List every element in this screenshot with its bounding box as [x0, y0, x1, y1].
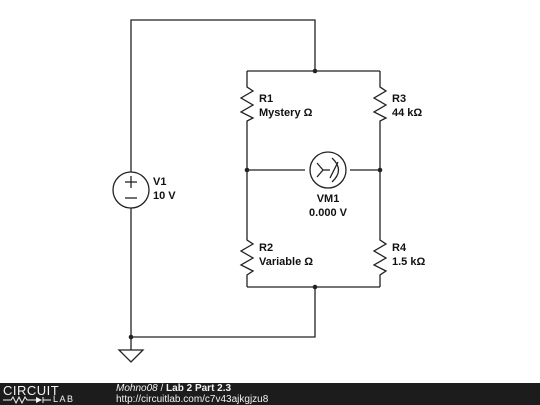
junction-left [244, 167, 250, 173]
logo-text-lab: LAB [53, 394, 75, 404]
ground-icon [117, 349, 145, 363]
resistor-r2-zigzag [239, 235, 255, 278]
wire-bottom[interactable] [130, 208, 316, 338]
resistor-r1-zigzag [239, 82, 255, 124]
author-link[interactable]: Mohno08 [116, 383, 158, 394]
junction-bottom [312, 284, 318, 290]
resistor-r3-name: R3 [392, 93, 406, 105]
voltage-source-v1[interactable]: V1 10 V [112, 171, 176, 209]
voltmeter-value: 0.000 V [309, 207, 348, 219]
voltmeter-needle-icon [329, 161, 339, 179]
ground-symbol[interactable] [117, 349, 145, 363]
resistor-r3-value: 44 kΩ [392, 107, 422, 119]
junction-ground [128, 334, 134, 340]
resistor-r4[interactable]: R4 1.5 kΩ [372, 235, 425, 278]
resistor-r1[interactable]: R1 Mystery Ω [239, 82, 313, 124]
voltmeter-name: VM1 [317, 193, 340, 205]
circuit-meta: Mohno08 / Lab 2 Part 2.3 [116, 384, 231, 394]
wire-top[interactable] [130, 19, 316, 172]
voltage-source-value: 10 V [153, 190, 176, 202]
voltmeter-body [309, 151, 347, 189]
voltmeter-v-icon [316, 162, 324, 178]
resistor-r2-value: Variable Ω [259, 256, 313, 268]
schematic-canvas[interactable]: R1 Mystery Ω R3 44 kΩ R2 Variable Ω R4 1… [0, 0, 540, 383]
resistor-r3-zigzag [372, 82, 388, 124]
voltmeter-dial-arc [331, 157, 340, 183]
footer-bar: CIRCUIT LAB Mohno08 / Lab 2 Part 2.3 htt… [0, 383, 540, 405]
resistor-r4-value: 1.5 kΩ [392, 256, 425, 268]
voltage-source-name: V1 [153, 176, 166, 188]
resistor-r1-name: R1 [259, 93, 273, 105]
junction-right [377, 167, 383, 173]
resistor-r4-name: R4 [392, 242, 407, 254]
circuitlab-logo[interactable]: CIRCUIT LAB [3, 384, 95, 404]
circuit-title: Lab 2 Part 2.3 [166, 383, 232, 394]
voltmeter-vm1[interactable]: VM1 0.000 V [309, 151, 348, 219]
resistor-r1-value: Mystery Ω [259, 107, 313, 119]
resistor-r2[interactable]: R2 Variable Ω [239, 235, 313, 278]
wires [130, 19, 381, 350]
logo-circuit-trace-icon [3, 396, 51, 404]
voltage-source-body [112, 171, 150, 209]
resistor-r3[interactable]: R3 44 kΩ [372, 82, 422, 124]
circuit-url-link[interactable]: http://circuitlab.com/c7v43ajkgjzu8 [116, 394, 269, 405]
meta-separator: / [160, 383, 164, 394]
resistor-r2-name: R2 [259, 242, 273, 254]
resistor-r4-zigzag [372, 235, 388, 278]
junction-top [312, 68, 318, 74]
junctions [128, 68, 383, 340]
logo-text-circuit: CIRCUIT [3, 383, 60, 398]
